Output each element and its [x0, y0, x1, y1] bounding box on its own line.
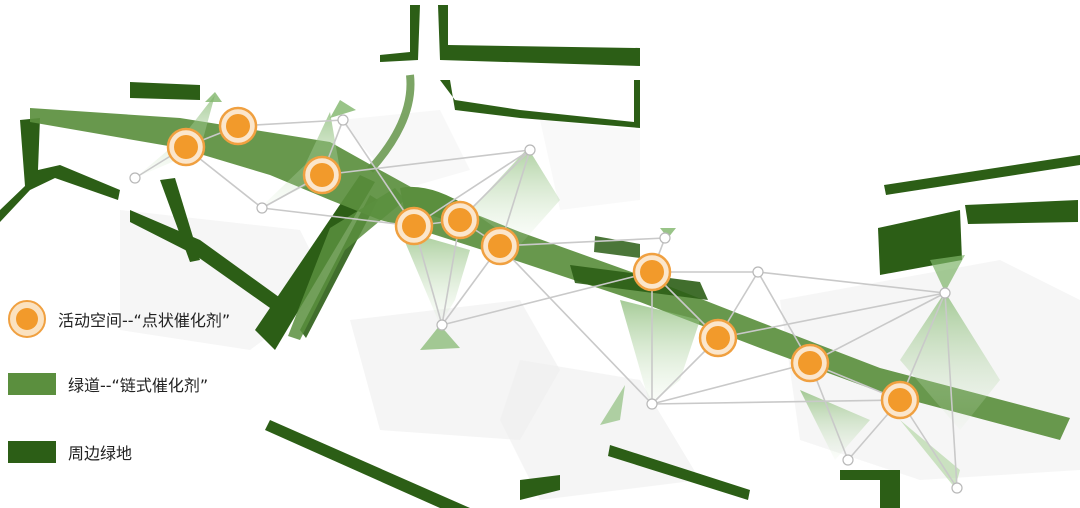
activity-node — [480, 226, 520, 266]
network-node — [524, 144, 536, 156]
activity-node — [880, 380, 920, 420]
legend-item-activity-space: 活动空间--“点状催化剂” — [8, 300, 230, 338]
activity-node — [440, 200, 480, 240]
activity-nodes — [166, 106, 920, 420]
legend-label: 活动空间--“点状催化剂” — [58, 311, 231, 330]
network-node — [752, 266, 764, 278]
network-node — [337, 114, 349, 126]
legend-label: 周边绿地 — [68, 444, 133, 463]
legend-label: 绿道--“链式催化剂” — [68, 376, 209, 395]
network-node — [842, 454, 854, 466]
network-nodes — [129, 114, 963, 494]
network-node — [129, 172, 141, 184]
orange-ring-icon — [8, 300, 46, 338]
legend-item-greenway: 绿道--“链式催化剂” — [8, 372, 208, 396]
network-node — [659, 232, 671, 244]
activity-node — [790, 343, 830, 383]
network-node — [436, 319, 448, 331]
activity-node — [166, 127, 206, 167]
network-node — [256, 202, 268, 214]
dark-green-bar-icon — [8, 441, 56, 463]
activity-node — [698, 318, 738, 358]
network-node — [951, 482, 963, 494]
activity-node — [394, 206, 434, 246]
road-curves — [367, 74, 415, 173]
activity-node — [218, 106, 258, 146]
light-green-bar-icon — [8, 373, 56, 395]
network-node — [646, 398, 658, 410]
legend-item-surrounding-green: 周边绿地 — [8, 440, 132, 464]
network-node — [939, 287, 951, 299]
activity-node — [632, 252, 672, 292]
activity-node — [302, 155, 342, 195]
